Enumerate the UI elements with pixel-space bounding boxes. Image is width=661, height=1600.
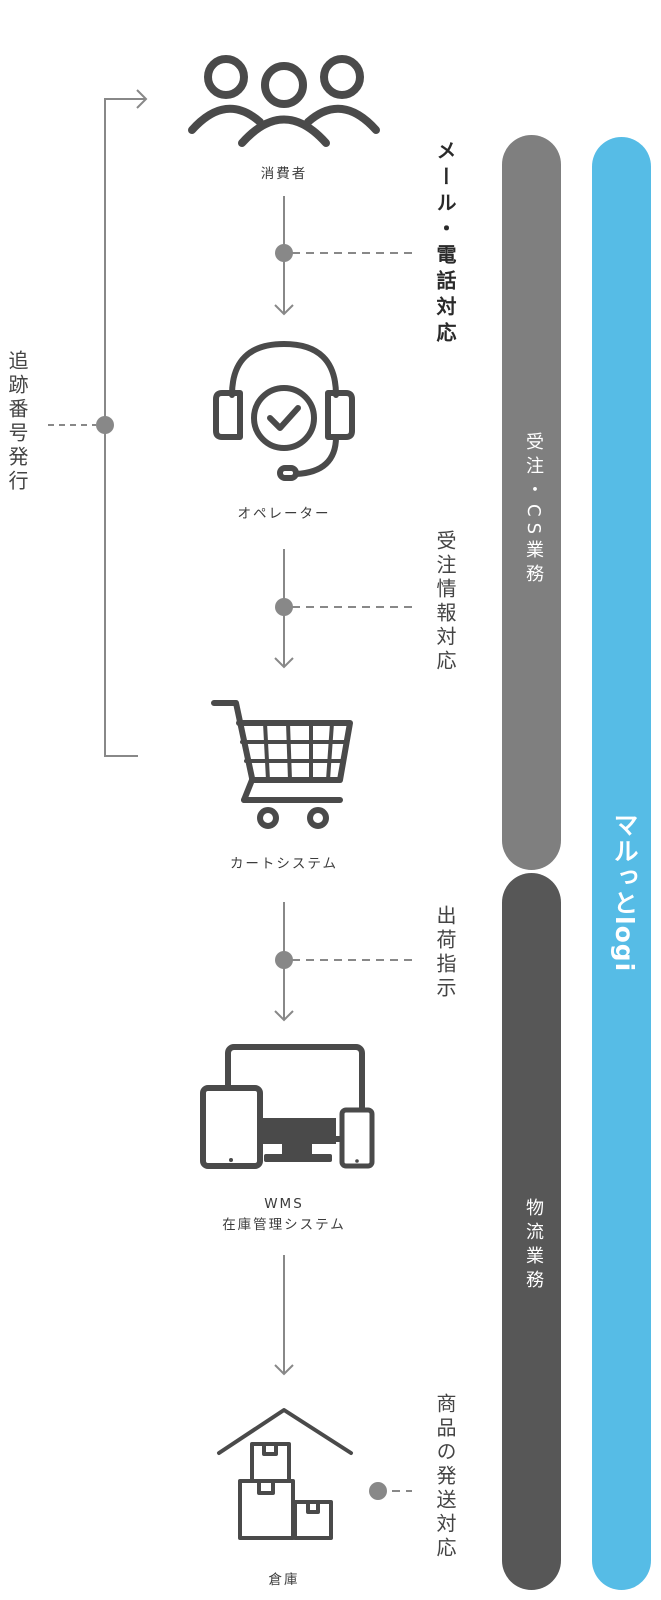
cart-label: カートシステム <box>229 856 339 872</box>
warehouse-label: 倉庫 <box>268 1572 300 1588</box>
order-cs-bar-label: 受注・CS業務 <box>523 432 544 588</box>
logistics-bar-label: 物流業務 <box>523 1198 544 1294</box>
brand-bar <box>592 137 651 1590</box>
step-shipping-instruction: 出荷指示 <box>433 905 457 1001</box>
devices-icon <box>200 1044 375 1169</box>
wms-label-line1: WMS <box>264 1196 304 1212</box>
tracking-dot <box>96 416 114 434</box>
arrow-wms-to-warehouse <box>274 1255 294 1376</box>
step-dot-mail <box>275 244 293 262</box>
wms-label-line2: 在庫管理システム <box>222 1217 346 1233</box>
connector-product-shipping <box>369 1482 412 1500</box>
consumers-icon <box>188 55 380 147</box>
logistics-bar <box>502 873 561 1590</box>
cart-icon <box>211 700 353 829</box>
arrow-consumer-to-operator <box>274 196 412 316</box>
operator-label: オペレーター <box>237 506 331 522</box>
step-product-shipping: 商品の発送対応 <box>433 1393 457 1561</box>
order-cs-bar <box>502 135 561 870</box>
consumer-label: 消費者 <box>260 166 308 182</box>
arrow-operator-to-cart <box>274 549 412 669</box>
warehouse-icon <box>217 1408 353 1540</box>
step-mail-phone: メール・電話対応 <box>433 140 457 348</box>
arrow-cart-to-wms <box>274 902 412 1022</box>
step-dot-shipping-instruction <box>275 951 293 969</box>
step-tracking-number: 追跡番号発行 <box>5 350 29 494</box>
step-dot-order <box>275 598 293 616</box>
brand-logo: マルっとlogi <box>610 812 639 973</box>
step-order-info: 受注情報対応 <box>433 530 457 674</box>
headset-icon <box>213 341 355 481</box>
